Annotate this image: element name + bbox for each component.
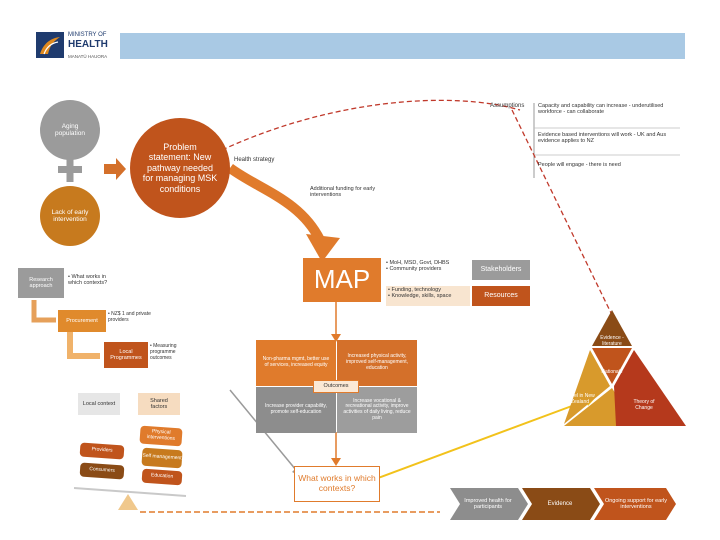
pyramid-right [614, 350, 686, 426]
yellow-arrow [377, 399, 589, 479]
local-context-label: Local context [82, 400, 116, 407]
resources-box: Resources [472, 286, 530, 306]
aging-population-circle: Aging population [40, 100, 100, 160]
problem-statement-circle: Problem statement: New pathway needed fo… [130, 118, 230, 218]
map-label: MAP [313, 264, 371, 295]
aging-population-label: Aging population [55, 122, 85, 137]
self-management-pill: Self management [141, 447, 183, 469]
shared-factors-box: Shared factors [138, 393, 180, 415]
header-band [120, 33, 685, 59]
assumptions-title: Assumptions [490, 103, 525, 109]
outcomes-center-label: Outcomes [323, 383, 349, 390]
curved-arrow-to-map [227, 163, 325, 243]
additional-funding-label: Additional funding for early interventio… [310, 186, 376, 199]
map-bullet-govt: • MoH, MSD, Govt, DHBS [386, 260, 450, 266]
pyramid-right-label: Theory of Change [633, 399, 655, 411]
chevron-3-label: Ongoing support for early interventions [604, 497, 668, 510]
chevron-3 [594, 488, 676, 520]
l-arrow-research [31, 300, 56, 323]
map-box: MAP [303, 258, 381, 302]
dashed-line-assumptions [511, 109, 613, 316]
l-arrow-procurement [67, 332, 100, 359]
local-programmes-box: Local Programmes [104, 342, 148, 368]
assumption-item-2: Evidence based interventions will work -… [538, 132, 667, 145]
research-approach-label: Research approach [29, 276, 53, 289]
outcome-q1: Non-pharma mgmt, better use of services,… [256, 340, 336, 386]
pyramid-top [592, 310, 632, 346]
procurement-note: • NZ$ 1 and private providers [108, 311, 151, 323]
providers-label: Providers [91, 446, 113, 454]
map-bullets-stakeholders: • MoH, MSD, Govt, DHBS • Community provi… [386, 260, 470, 273]
physical-interventions-label: Physical interventions [146, 428, 176, 442]
chevron-1-label: Improved health for participants [464, 497, 512, 510]
local-programmes-note: • Measuring programme outcomes [150, 343, 177, 361]
research-approach-box: Research approach [18, 268, 64, 298]
procurement-box: Procurement [58, 310, 106, 332]
chevron-2-label: Evidence [547, 500, 573, 507]
map-bullet-community: • Community providers [386, 266, 442, 273]
outcome-q4: Increase vocational & recreational activ… [337, 387, 417, 433]
pyramid-top-label: Evidence - literature [600, 335, 624, 347]
ministry-logo: MINISTRY OF HEALTH MANATŪ HAUORA [36, 30, 116, 64]
pyramid-mid-label: Rationale [601, 369, 623, 375]
pyramid-middle [592, 348, 632, 384]
outcome-q2: Increased physical activity, improved se… [337, 340, 417, 386]
map-bullet-funding: • Funding, technology [388, 287, 441, 293]
outcome-q2-label: Increased physical activity, improved se… [346, 353, 408, 371]
procurement-label: Procurement [66, 317, 98, 324]
stakeholders-box: Stakeholders [472, 260, 530, 280]
outcome-q4-label: Increase vocational & recreational activ… [343, 397, 411, 421]
assumption-item-1: Capacity and capability can increase - u… [538, 103, 664, 116]
chevron-row [450, 488, 676, 520]
pyramid-left-label: Novel in New Zealand [565, 393, 595, 405]
fern-icon [36, 32, 64, 58]
dashed-line-problem [221, 99, 521, 151]
lack-early-intervention-label: Lack of early intervention [51, 208, 89, 223]
pyramid-left [564, 350, 610, 424]
outcome-q1-label: Non-pharma mgmt, better use of services,… [262, 356, 330, 368]
logo-line1: MINISTRY OF [68, 32, 107, 38]
what-works-note: • What works in which contexts? [68, 274, 108, 287]
outcome-q3-label: Increase provider capability, promote se… [265, 403, 327, 415]
logo-line2: HEALTH [68, 39, 108, 50]
providers-pill: Providers [79, 442, 125, 460]
map-bullet-knowledge: • Knowledge, skills, space [388, 293, 452, 300]
education-label: Education [150, 472, 174, 480]
logo-line3: MANATŪ HAUORA [68, 54, 108, 59]
stakeholders-label: Stakeholders [480, 265, 522, 273]
outcome-q3: Increase provider capability, promote se… [256, 387, 336, 433]
arrow-to-problem [104, 158, 126, 180]
chevron-1 [450, 488, 528, 520]
lack-early-intervention-circle: Lack of early intervention [40, 186, 100, 246]
consumers-pill: Consumers [79, 462, 125, 480]
resources-label: Resources [484, 291, 518, 299]
local-programmes-label: Local Programmes [110, 348, 142, 361]
education-pill: Education [141, 468, 183, 486]
what-works-box: What works in which contexts? [294, 466, 380, 502]
consumers-label: Consumers [89, 466, 116, 475]
chevron-2 [522, 488, 600, 520]
problem-statement-label: Problem statement: New pathway needed fo… [142, 142, 218, 194]
shared-factors-label: Shared factors [150, 397, 168, 410]
seesaw-fulcrum [118, 494, 138, 510]
self-management-label: Self management [142, 452, 182, 462]
assumption-item-3: People will engage - there is need [538, 162, 621, 168]
outcomes-center-label-box: Outcomes [313, 380, 359, 393]
evidence-pyramid [564, 310, 686, 426]
what-works-label: What works in which contexts? [298, 473, 376, 493]
physical-interventions-pill: Physical interventions [139, 425, 183, 447]
map-bullets-resources: • Funding, technology • Knowledge, skill… [386, 286, 470, 306]
local-context-box: Local context [78, 393, 120, 415]
health-strategy-label: Health strategy [234, 157, 275, 163]
